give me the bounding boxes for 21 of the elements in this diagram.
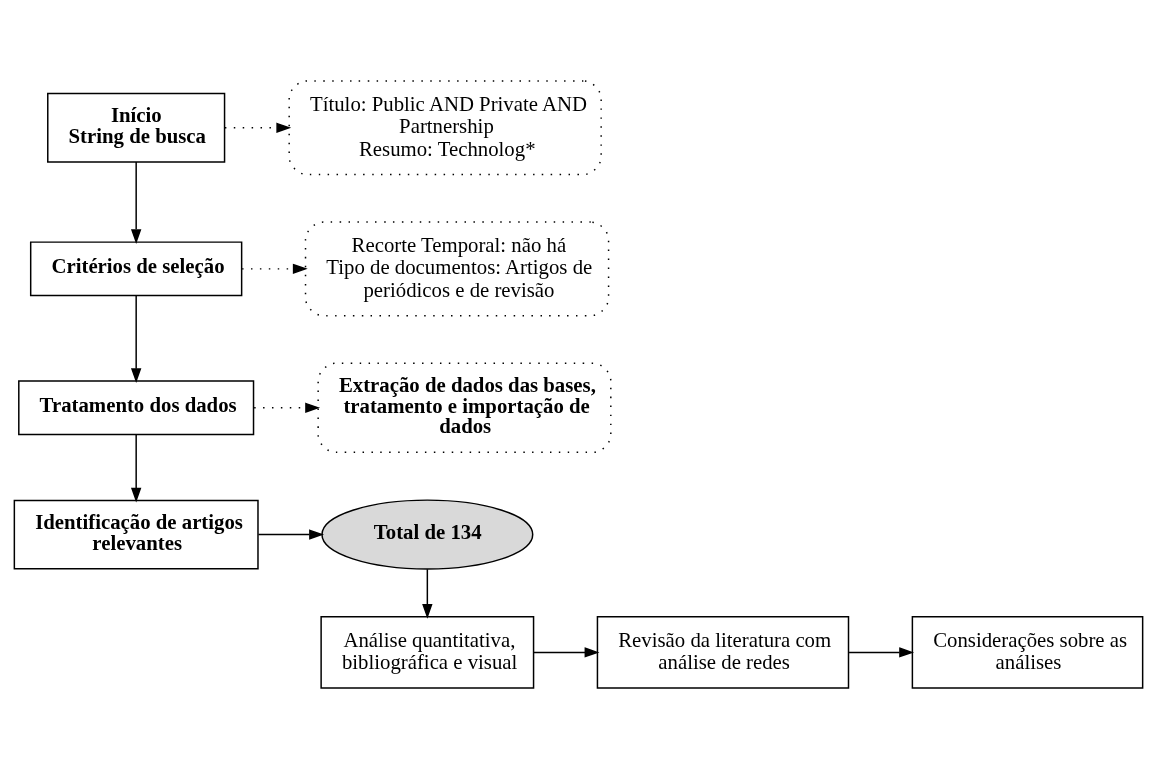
node-box: Análise quantitativa, bibliográfica e visual bbox=[320, 616, 535, 689]
node-ellipse: Total de 134 bbox=[321, 499, 534, 570]
arrow bbox=[253, 402, 321, 413]
arrow bbox=[130, 295, 142, 384]
node-box: Título: Public AND Private AND Partnership Resumo: Technolog* bbox=[288, 80, 602, 176]
arrow bbox=[130, 434, 142, 503]
node-box: Considerações sobre as análises bbox=[911, 616, 1144, 689]
node-box: Extração de dados das bases, tratamento e importação de dados bbox=[317, 362, 612, 454]
arrow bbox=[422, 568, 433, 619]
node-box: Início String de busca bbox=[47, 92, 226, 163]
node-box: Identificação de artigos relevantes bbox=[13, 499, 259, 570]
arrow bbox=[532, 647, 600, 658]
arrow bbox=[848, 647, 915, 658]
node-box: Recorte Temporal: não há Tipo de documentos: Artigos de periódicos e de revisão bbox=[304, 221, 610, 317]
node-box: Revisão da literatura com análise de redes bbox=[596, 616, 850, 689]
arrow bbox=[130, 161, 142, 245]
arrow bbox=[257, 529, 325, 540]
arrow bbox=[241, 263, 308, 275]
arrow bbox=[224, 122, 292, 133]
node-box: Critérios de seleção bbox=[29, 241, 243, 297]
node-box: Tratamento dos dados bbox=[18, 380, 255, 436]
